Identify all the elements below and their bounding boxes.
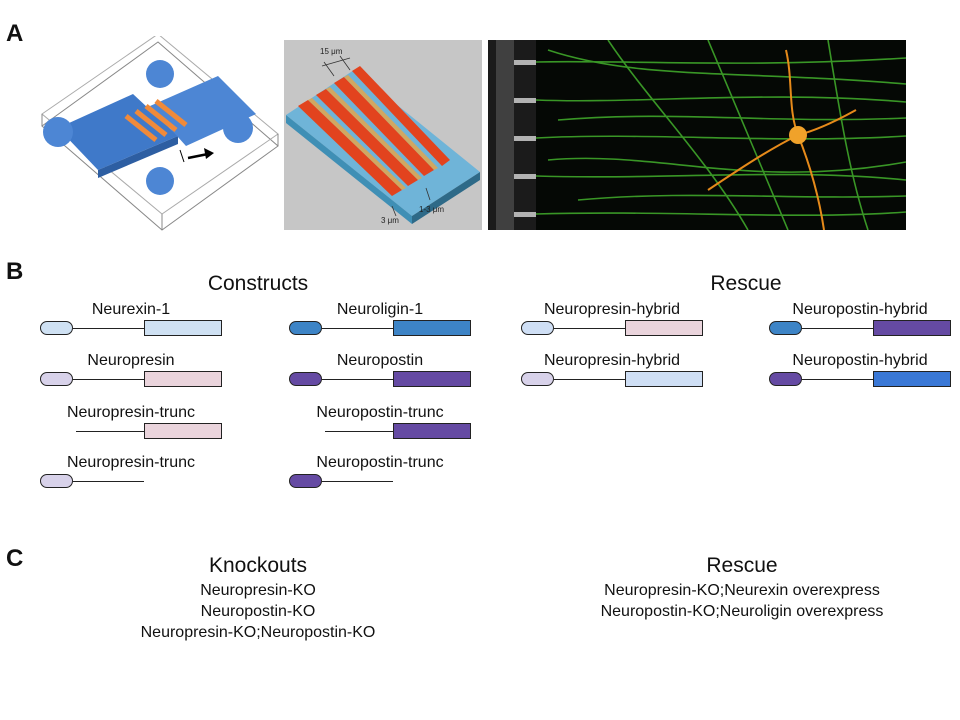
linker-line	[554, 328, 625, 329]
groove-profile-image: 15 μm 3 μm 1-3 μm	[284, 40, 482, 230]
knockout-item: Neuropostin-KO	[200, 603, 316, 620]
construct-diagram: Neurexin-1	[40, 301, 224, 341]
construct-diagram: Neuropostin-trunc	[289, 404, 473, 444]
intracellular-domain	[393, 371, 471, 387]
knockout-item: Neuropresin-KO;Neuropostin-KO	[140, 624, 376, 641]
construct-label: Neuropostin-hybrid	[792, 301, 928, 318]
extracellular-domain	[769, 372, 802, 386]
rescue-heading-c: Rescue	[706, 554, 778, 577]
construct-diagram: Neuropostin	[289, 352, 473, 392]
construct-diagram: Neuropostin-trunc	[289, 454, 473, 494]
rescue-item: Neuropostin-KO;Neuroligin overexpress	[600, 603, 884, 620]
linker-line	[73, 379, 144, 380]
construct-label: Neurexin-1	[91, 301, 171, 318]
intracellular-domain	[393, 320, 471, 336]
construct-diagram: Neuropostin-hybrid	[769, 301, 953, 341]
linker-line	[554, 379, 625, 380]
rescue-item: Neuropresin-KO;Neurexin overexpress	[604, 582, 880, 599]
panel-label-a: A	[6, 20, 24, 47]
linker-line	[322, 328, 393, 329]
scale-label-3um: 3 μm	[381, 216, 399, 225]
construct-diagram: Neuropresin-trunc	[40, 454, 224, 494]
neuron-micrograph	[488, 40, 906, 230]
linker-line	[73, 481, 144, 482]
panel-label-c: C	[6, 545, 24, 572]
linker-line	[802, 328, 873, 329]
intracellular-domain	[625, 320, 703, 336]
construct-diagram: Neuropresin-trunc	[40, 404, 224, 444]
constructs-heading: Constructs	[207, 272, 309, 295]
construct-diagram: Neuropresin-hybrid	[521, 352, 705, 392]
construct-label: Neuropresin-trunc	[66, 404, 196, 421]
scale-label-1-3um: 1-3 μm	[419, 205, 444, 214]
knockouts-heading: Knockouts	[208, 554, 308, 577]
extracellular-domain	[289, 372, 322, 386]
rescue-list: Neuropresin-KO;Neurexin overexpress Neur…	[562, 582, 922, 621]
linker-line	[73, 328, 144, 329]
construct-diagram: Neuropresin	[40, 352, 224, 392]
linker-line	[76, 431, 144, 432]
extracellular-domain	[40, 321, 73, 335]
rescue-heading-b: Rescue	[710, 272, 782, 295]
microfluidic-device-illustration	[41, 36, 279, 231]
linker-line	[325, 431, 393, 432]
construct-diagram: Neuropostin-hybrid	[769, 352, 953, 392]
construct-label: Neuroligin-1	[336, 301, 424, 318]
intracellular-domain	[873, 371, 951, 387]
extracellular-domain	[289, 474, 322, 488]
construct-label: Neuropostin-trunc	[316, 404, 444, 421]
knockout-item: Neuropresin-KO	[200, 582, 316, 599]
scale-label-15um: 15 μm	[320, 47, 343, 56]
intracellular-domain	[144, 320, 222, 336]
extracellular-domain	[40, 372, 73, 386]
construct-label: Neuropresin-hybrid	[543, 301, 681, 318]
intracellular-domain	[393, 423, 471, 439]
construct-label: Neuropostin-trunc	[316, 454, 444, 471]
construct-label: Neuropresin-hybrid	[543, 352, 681, 369]
linker-line	[322, 379, 393, 380]
intracellular-domain	[625, 371, 703, 387]
linker-line	[322, 481, 393, 482]
extracellular-domain	[521, 321, 554, 335]
extracellular-domain	[40, 474, 73, 488]
construct-label: Neuropostin	[336, 352, 424, 369]
linker-line	[802, 379, 873, 380]
construct-diagram: Neuroligin-1	[289, 301, 473, 341]
panel-label-b: B	[6, 258, 24, 285]
intracellular-domain	[144, 371, 222, 387]
extracellular-domain	[521, 372, 554, 386]
construct-label: Neuropostin-hybrid	[792, 352, 928, 369]
intracellular-domain	[873, 320, 951, 336]
construct-label: Neuropresin	[87, 352, 175, 369]
construct-diagram: Neuropresin-hybrid	[521, 301, 705, 341]
construct-label: Neuropresin-trunc	[66, 454, 196, 471]
extracellular-domain	[769, 321, 802, 335]
knockouts-list: Neuropresin-KO Neuropostin-KO Neuropresi…	[108, 582, 408, 642]
extracellular-domain	[289, 321, 322, 335]
intracellular-domain	[144, 423, 222, 439]
